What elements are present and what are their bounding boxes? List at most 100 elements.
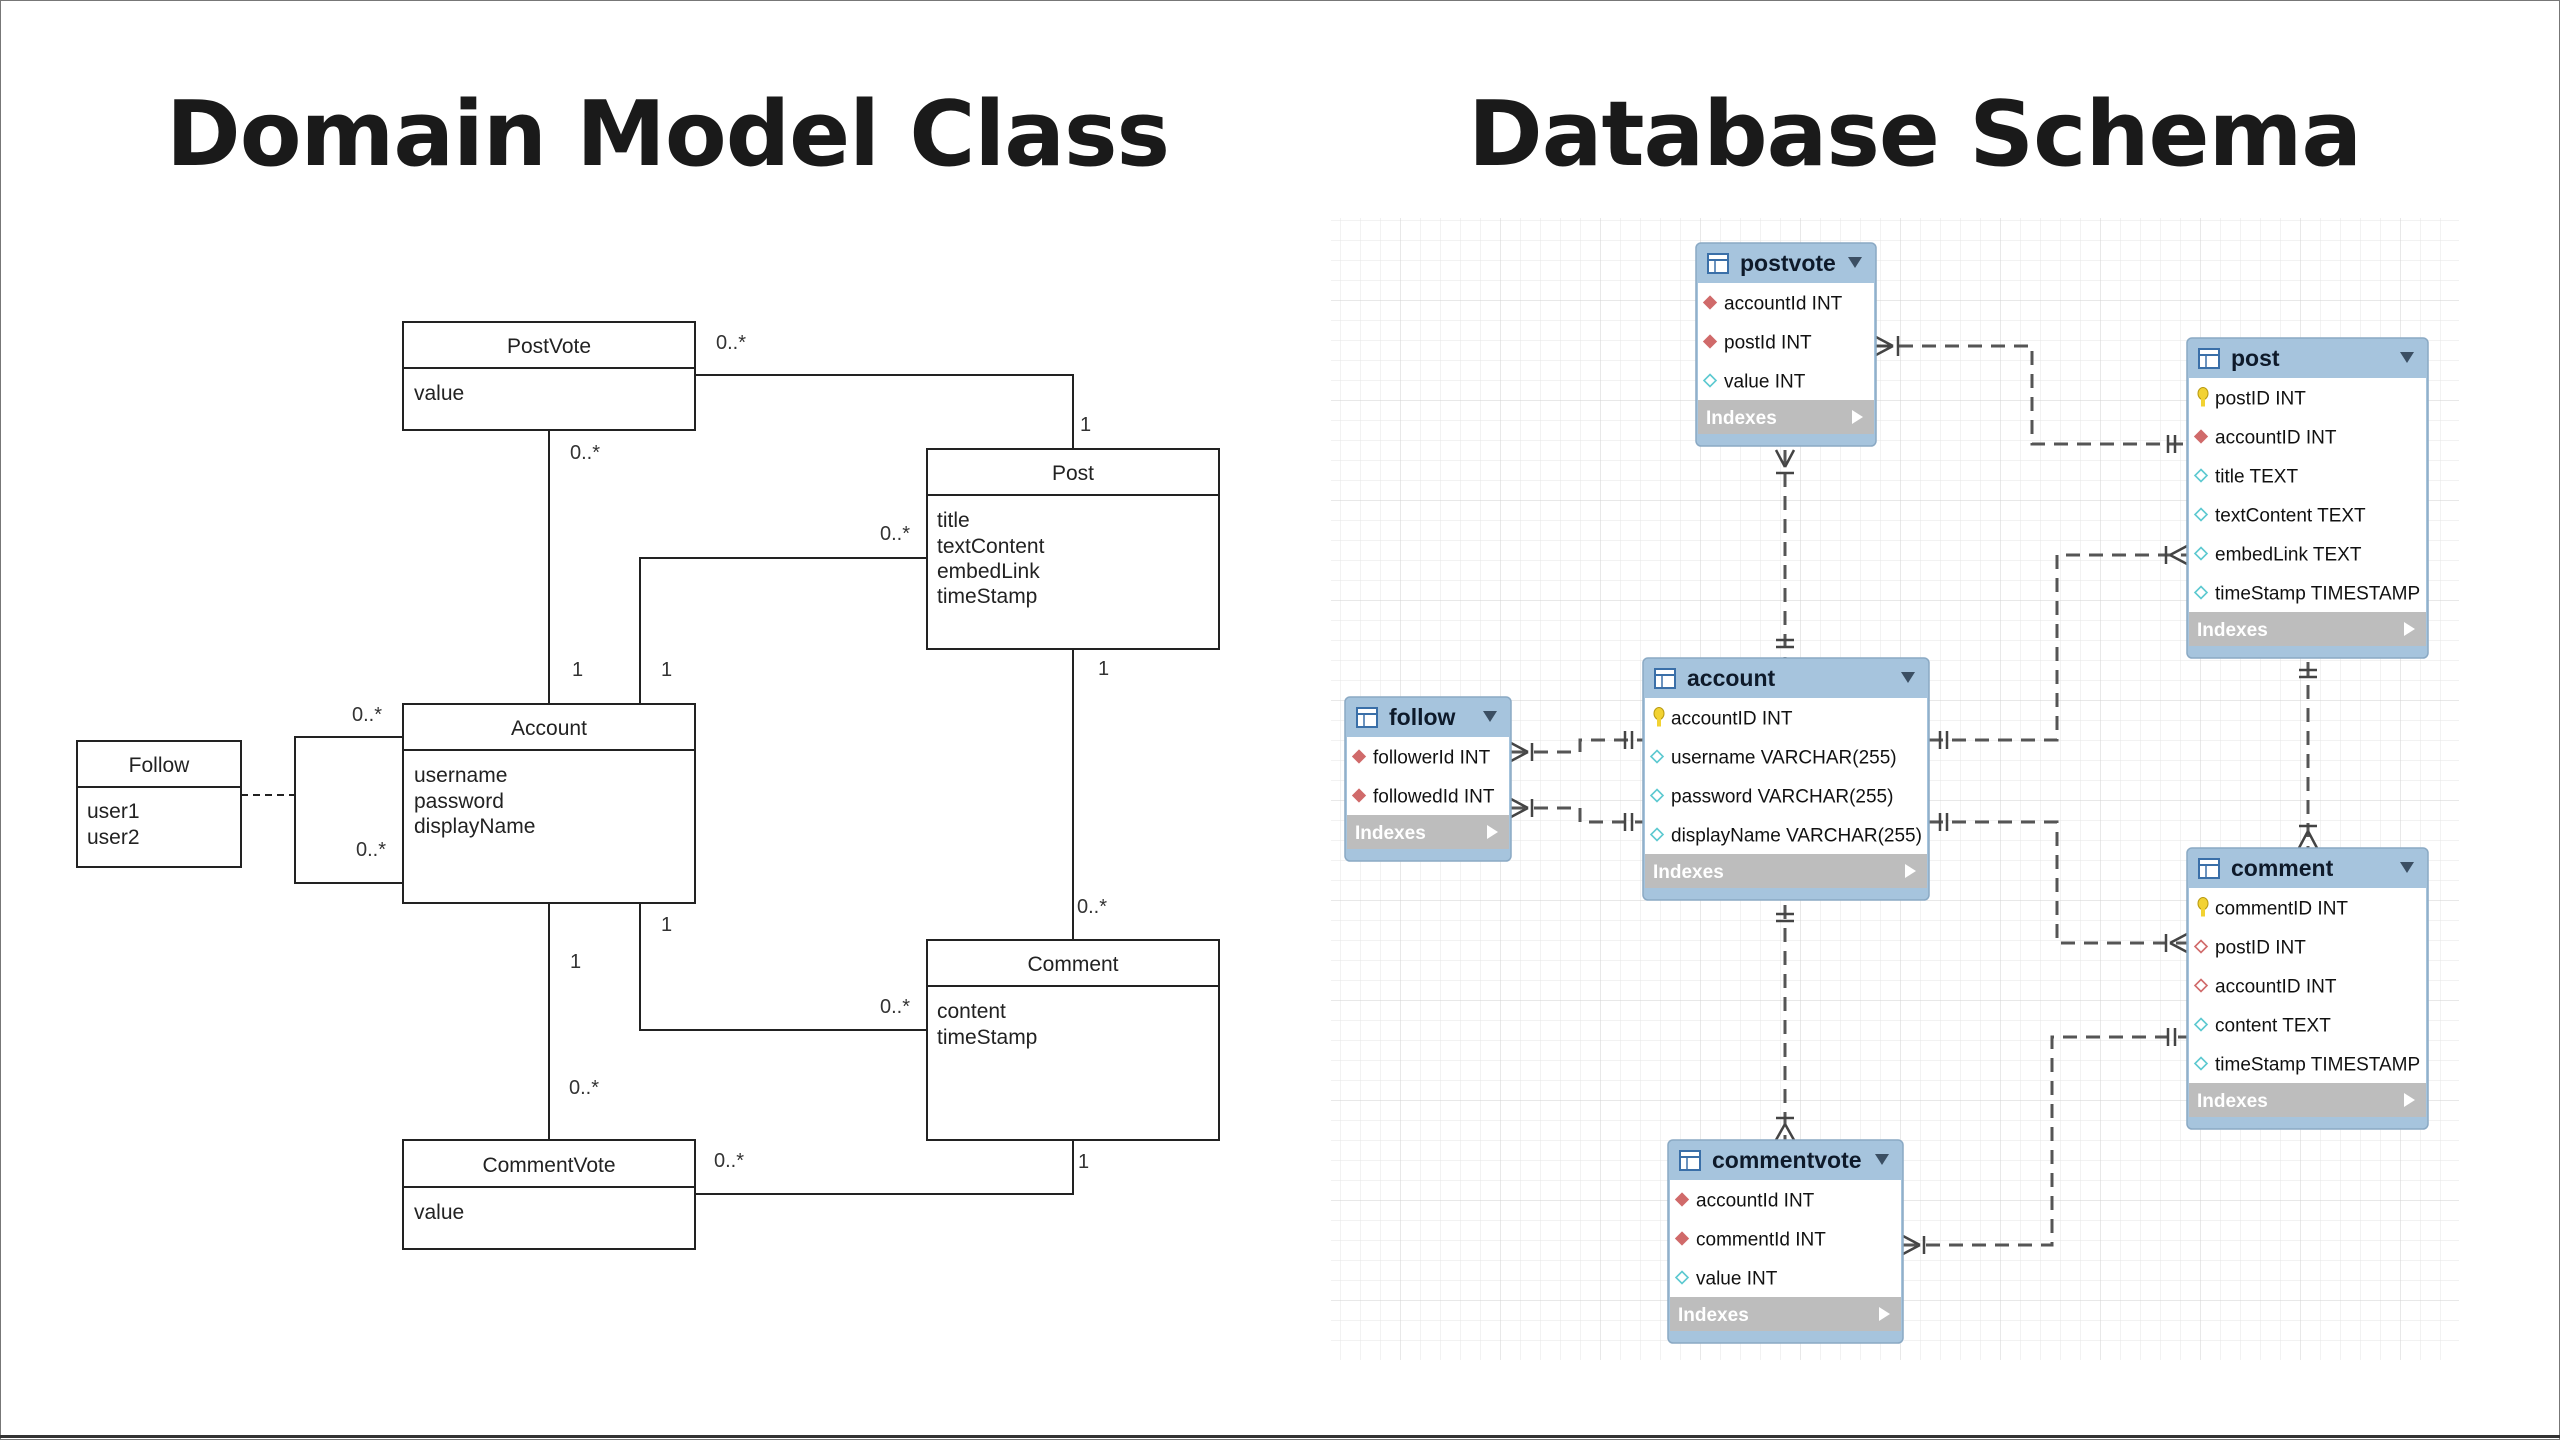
class-name: Account — [511, 717, 587, 740]
multiplicity-label: 1 — [1098, 658, 1109, 680]
er-table-account[interactable]: account accountID INT username VARCHAR(255… — [1642, 657, 1930, 901]
multiplicity-label: 0..* — [714, 1150, 744, 1172]
class-attribute: username — [414, 764, 507, 787]
dropdown-arrow-icon[interactable] — [1848, 257, 1862, 268]
crows-foot-marker — [2164, 544, 2188, 566]
er-table-follow[interactable]: follow followerId INT followedId INT Indexe… — [1344, 696, 1512, 862]
multiplicity-label: 0..* — [569, 1077, 599, 1099]
indexes-bar[interactable] — [1347, 815, 1509, 849]
one-bar-marker — [1938, 813, 1949, 831]
table-icon — [2198, 348, 2220, 369]
dropdown-arrow-icon[interactable] — [2400, 862, 2414, 873]
column-icon — [2193, 546, 2209, 561]
multiplicity-label: 0..* — [716, 332, 746, 354]
table-column: postId INT — [1724, 333, 1812, 354]
table-name: postvote — [1740, 250, 1836, 276]
table-name: follow — [1389, 704, 1456, 730]
slide-bottom-border — [0, 1435, 2560, 1438]
indexes-label: Indexes — [2197, 620, 2268, 641]
multiplicity-label: 0..* — [880, 996, 910, 1018]
column-icon — [1702, 373, 1718, 388]
indexes-bar[interactable] — [1670, 1297, 1901, 1331]
indexes-bar[interactable] — [1645, 854, 1927, 888]
class-attribute: user1 — [87, 800, 140, 823]
table-column: accountId INT — [1724, 294, 1843, 315]
connector-account-post — [639, 557, 927, 704]
table-icon — [1654, 668, 1676, 689]
one-bar-marker — [1623, 813, 1634, 831]
primary-key-icon — [2197, 897, 2209, 917]
expand-arrow-icon[interactable] — [1905, 864, 1916, 878]
table-icon — [1679, 1150, 1701, 1171]
foreign-key-icon — [1351, 749, 1367, 764]
multiplicity-label: 0..* — [352, 704, 382, 726]
relation-follow-account-2 — [1511, 806, 1643, 824]
multiplicity-label: 1 — [1078, 1151, 1089, 1173]
dropdown-arrow-icon[interactable] — [1875, 1154, 1889, 1165]
table-column: accountID INT — [1671, 709, 1793, 730]
table-name: commentvote — [1712, 1147, 1862, 1173]
class-attribute: timeStamp — [937, 1026, 1037, 1049]
expand-arrow-icon[interactable] — [2404, 1093, 2415, 1107]
one-bar-marker — [1938, 731, 1949, 749]
uml-class-follow: Follow user1 user2 — [76, 740, 242, 868]
class-attribute: timeStamp — [937, 585, 1037, 608]
foreign-key-hollow-icon — [2193, 978, 2209, 993]
class-name: Comment — [1027, 953, 1118, 976]
foreign-key-icon — [1674, 1192, 1690, 1207]
table-name: post — [2231, 345, 2280, 371]
multiplicity-label: 0..* — [880, 523, 910, 545]
table-column: commentId INT — [1696, 1230, 1826, 1251]
multiplicity-label: 1 — [661, 659, 672, 681]
table-column: password VARCHAR(255) — [1671, 787, 1893, 808]
foreign-key-icon — [1351, 788, 1367, 803]
table-column: commentID INT — [2215, 899, 2348, 920]
class-attribute: password — [414, 790, 504, 813]
table-column: accountId INT — [1696, 1191, 1815, 1212]
table-column: followerId INT — [1373, 748, 1491, 769]
column-icon — [1649, 749, 1665, 764]
table-column: timeStamp TIMESTAMP — [2215, 584, 2420, 605]
one-bar-marker — [2299, 668, 2317, 679]
table-column: title TEXT — [2215, 467, 2298, 488]
multiplicity-label: 0..* — [570, 442, 600, 464]
table-column: followedId INT — [1373, 787, 1495, 808]
table-column: displayName VARCHAR(255) — [1671, 826, 1922, 847]
indexes-bar[interactable] — [1698, 400, 1874, 434]
crows-foot-marker — [2297, 824, 2319, 849]
uml-multiplicities: 0..* 1 0..* 1 0..* 1 0..* 0..* 1 0..* 1 … — [352, 332, 1109, 1173]
relation-commentvote-comment — [1903, 1035, 2187, 1247]
indexes-bar[interactable] — [2189, 612, 2426, 646]
one-bar-marker — [1776, 638, 1794, 649]
indexes-label: Indexes — [1355, 823, 1426, 844]
dropdown-arrow-icon[interactable] — [1901, 672, 1915, 683]
indexes-bar[interactable] — [2189, 1083, 2426, 1117]
indexes-label: Indexes — [1653, 862, 1724, 883]
expand-arrow-icon[interactable] — [2404, 622, 2415, 636]
expand-arrow-icon[interactable] — [1852, 410, 1863, 424]
connector-account-comment — [639, 903, 927, 1031]
crows-foot-marker — [1510, 741, 1534, 763]
er-relationships — [1511, 344, 2310, 1247]
er-table-commentvote[interactable]: commentvote accountId INT commentId INT val… — [1667, 1139, 1904, 1344]
crows-foot-marker — [1902, 1234, 1926, 1256]
table-column: postID INT — [2215, 389, 2306, 410]
table-column: value INT — [1696, 1269, 1778, 1290]
uml-class-comment: Comment content timeStamp — [926, 939, 1220, 1141]
column-icon — [2193, 507, 2209, 522]
table-name: account — [1687, 665, 1776, 691]
dropdown-arrow-icon[interactable] — [2400, 352, 2414, 363]
table-column: username VARCHAR(255) — [1671, 748, 1897, 769]
expand-arrow-icon[interactable] — [1487, 825, 1498, 839]
class-attribute: content — [937, 1000, 1006, 1023]
dropdown-arrow-icon[interactable] — [1483, 711, 1497, 722]
column-icon — [1649, 788, 1665, 803]
indexes-label: Indexes — [1678, 1305, 1749, 1326]
relation-account-post — [1929, 553, 2187, 742]
expand-arrow-icon[interactable] — [1879, 1307, 1890, 1321]
connector-follow-account-self — [294, 736, 403, 884]
